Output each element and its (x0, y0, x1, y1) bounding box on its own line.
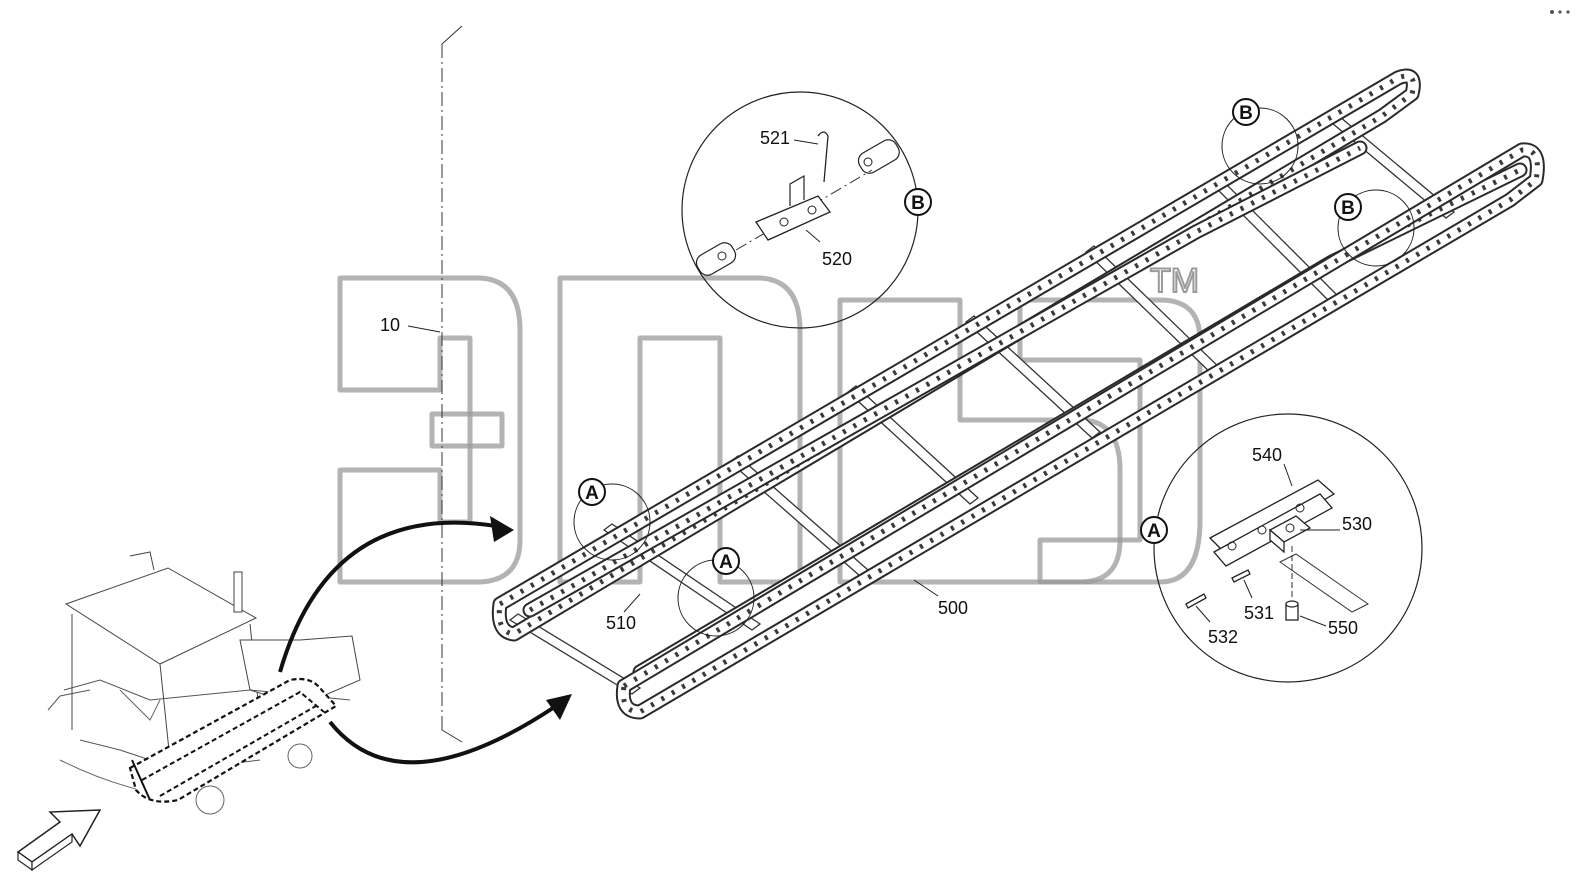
split-pin-521 (817, 131, 829, 183)
part-label-520: 520 (822, 249, 852, 269)
svg-text:B: B (1341, 198, 1355, 219)
chain-assembly: 500 510 A A B B (491, 68, 1545, 720)
pointer-arrows (278, 516, 572, 765)
part-label-550: 550 (1328, 618, 1358, 638)
part-label-500: 500 (938, 598, 968, 618)
part-label-10: 10 (380, 315, 400, 335)
chain-link-540 (1208, 479, 1336, 567)
svg-text:A: A (719, 552, 733, 573)
detail-tag-a: A (1140, 516, 1168, 544)
detail-tag-b: B (904, 188, 932, 216)
detail-view-b: 521 520 B (681, 91, 932, 329)
detail-marker-b-2: B (1334, 189, 1415, 267)
detail-view-a: 540 530 531 532 550 A (1140, 413, 1423, 683)
reference-line-10: 10 (380, 25, 463, 743)
part-label-510: 510 (606, 613, 636, 633)
link-plate-520 (755, 174, 832, 241)
bolt-550 (1285, 600, 1299, 621)
cross-bars (508, 111, 1456, 695)
svg-text:B: B (1239, 103, 1253, 124)
paver-machine-illustration (47, 551, 361, 815)
part-label-532: 532 (1208, 627, 1238, 647)
detail-marker-a-2: A (677, 547, 755, 637)
attachment-530 (1268, 515, 1312, 554)
pin-532 (1185, 593, 1207, 609)
watermark-tm: TM (1150, 262, 1199, 300)
direction-arrow-icon (16, 809, 102, 872)
part-label-531: 531 (1244, 603, 1274, 623)
corner-mark (1550, 10, 1570, 14)
svg-text:A: A (585, 483, 599, 504)
svg-text:B: B (911, 193, 925, 214)
part-label-521: 521 (760, 128, 790, 148)
machine-tracks-highlight (128, 677, 338, 803)
chain-link-fragment (695, 139, 900, 276)
detail-marker-b-1: B (1221, 98, 1299, 185)
part-label-530: 530 (1342, 514, 1372, 534)
part-label-540: 540 (1252, 445, 1282, 465)
svg-text:A: A (1147, 521, 1161, 542)
pin-531 (1231, 569, 1251, 583)
detail-marker-a-1: A (573, 478, 651, 561)
